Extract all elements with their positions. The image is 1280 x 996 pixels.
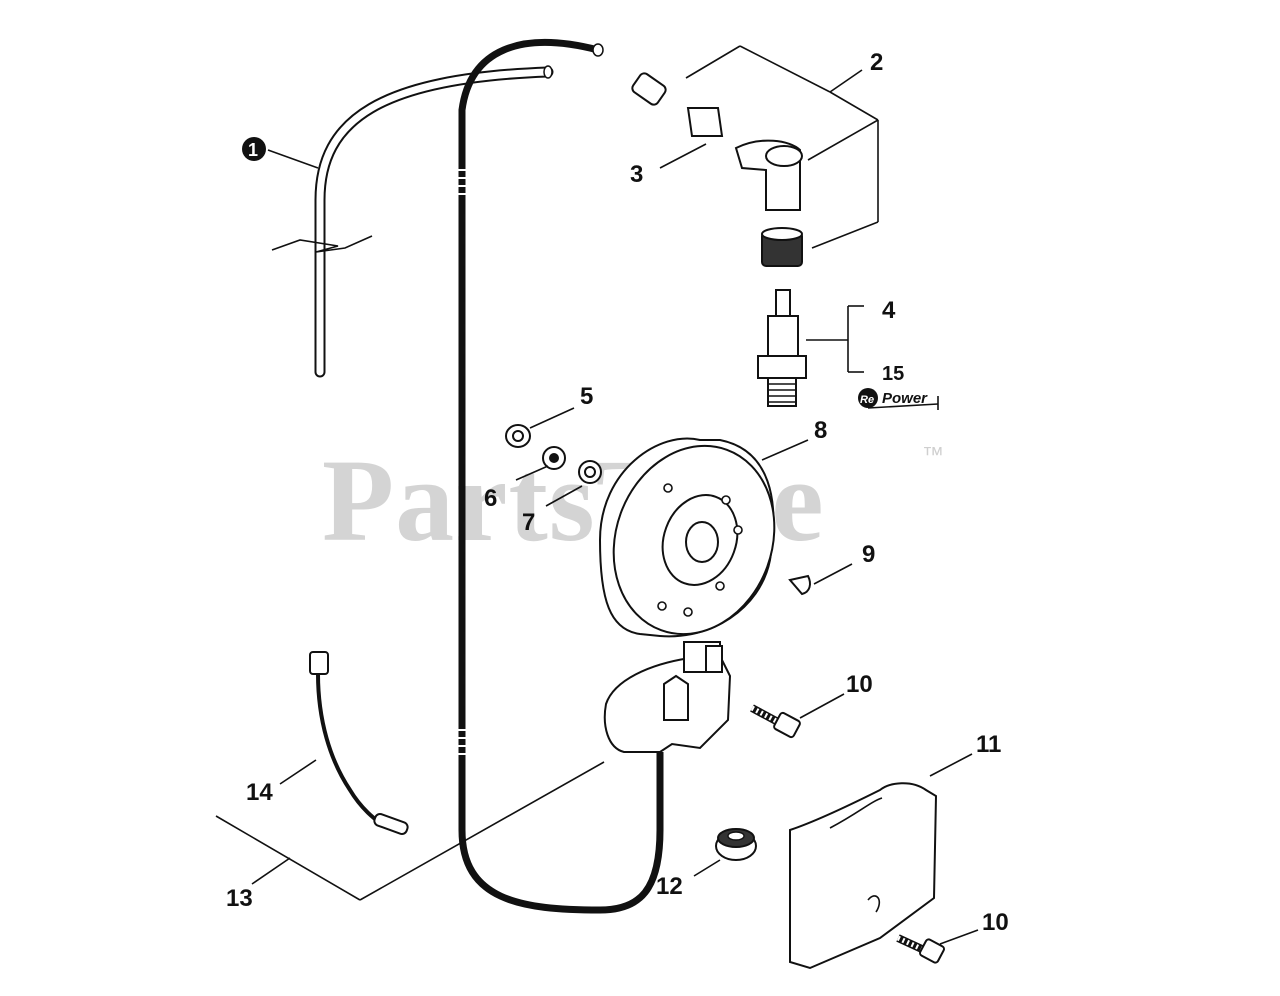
part-2-boot[interactable]: [630, 71, 803, 267]
ignition-wire[interactable]: [456, 39, 664, 914]
callout-3: 3: [630, 161, 643, 188]
part-4-spark-plug[interactable]: [757, 289, 864, 407]
repower-prefix: Re: [860, 394, 874, 406]
part-6-washer[interactable]: [542, 446, 566, 470]
repower-text: Power: [882, 390, 928, 407]
part-2-group-outline: [685, 45, 879, 249]
part-8-flywheel[interactable]: [588, 423, 800, 657]
watermark-trademark: ™: [922, 442, 944, 467]
callout-14: 14: [246, 779, 273, 806]
part-1-tube[interactable]: [271, 65, 554, 378]
callout-10-lower: 10: [982, 909, 1009, 936]
part-11-cover[interactable]: [789, 782, 938, 970]
part-7-washer[interactable]: [578, 460, 602, 484]
callout-9: 9: [862, 541, 875, 568]
callout-6: 6: [484, 485, 497, 512]
callout-2: 2: [870, 49, 883, 76]
part-12-grommet[interactable]: [715, 828, 757, 861]
callout-12: 12: [656, 873, 683, 900]
callout-15: 15: [882, 363, 904, 385]
callout-13: 13: [226, 885, 253, 912]
callout-7: 7: [522, 509, 535, 536]
part-10-screw-upper[interactable]: [750, 704, 801, 739]
part-5-nut[interactable]: [505, 424, 531, 448]
callout-1: 1: [248, 140, 258, 160]
part-14-ground-wire[interactable]: [309, 651, 409, 836]
callout-11: 11: [976, 731, 1001, 758]
part-9-key[interactable]: [788, 574, 811, 596]
callout-10-upper: 10: [846, 671, 873, 698]
part-13-ignition-coil[interactable]: [603, 641, 732, 753]
leader-lines: [215, 143, 979, 945]
part-1-callout-marker: 1: [242, 137, 266, 161]
repower-badge: Re Power: [858, 388, 939, 410]
callout-5: 5: [580, 383, 593, 410]
part-10-screw-lower[interactable]: [896, 934, 945, 964]
callout-8: 8: [814, 417, 827, 444]
callout-4: 4: [882, 297, 896, 324]
